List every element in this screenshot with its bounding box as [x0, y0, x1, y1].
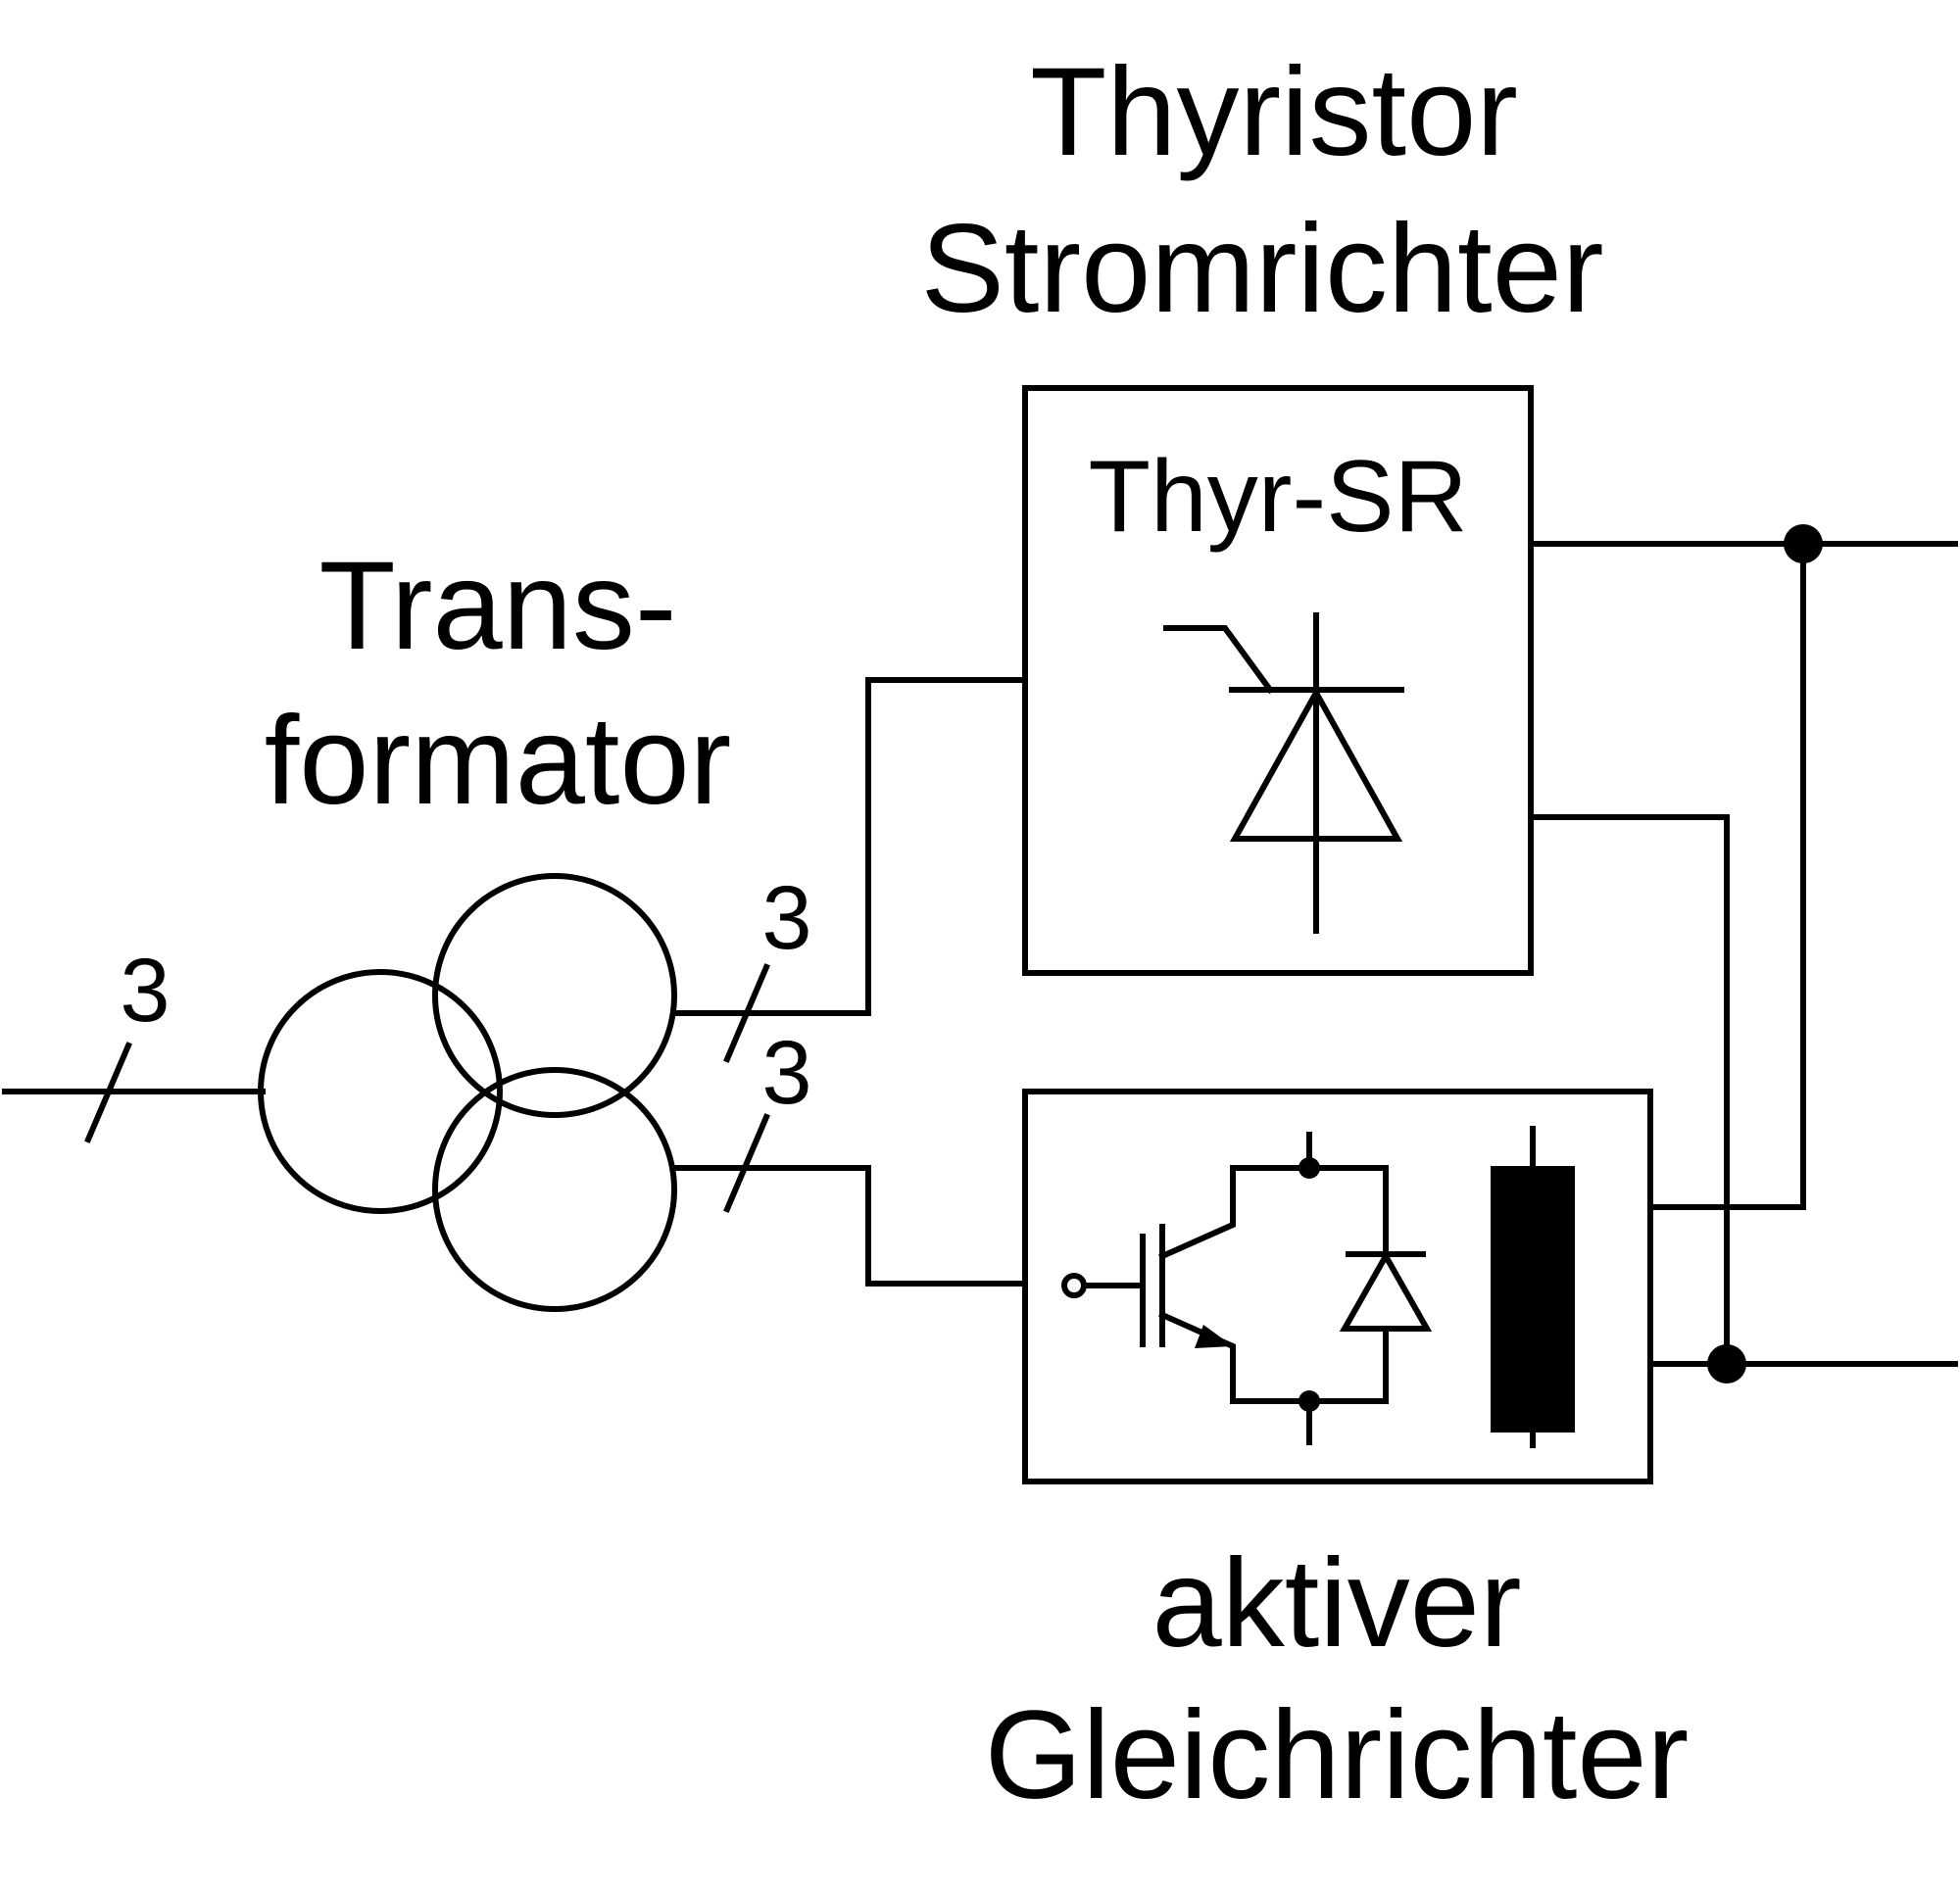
thyristor-icon	[1163, 612, 1404, 934]
dc-bus-wiring	[1532, 524, 1958, 1384]
thyristor-title-line1: Thyristor	[1030, 42, 1518, 182]
freewheeling-diode-icon	[1339, 1249, 1433, 1332]
transformer-symbol	[258, 873, 677, 1312]
input-line: 3	[2, 941, 266, 1143]
dc-capacitor-icon	[1491, 1126, 1575, 1448]
transformer-title-line2: formator	[265, 691, 732, 831]
active-rectifier-title-line2: Gleichrichter	[985, 1685, 1689, 1825]
transformer-secondary-winding-upper	[432, 873, 677, 1118]
phase-count-lower: 3	[761, 1023, 811, 1123]
transformer-secondary-winding-lower	[432, 1067, 677, 1312]
active-rectifier-block	[1022, 1089, 1653, 1484]
thyristor-title-line2: Stromrichter	[921, 199, 1604, 339]
transformer-primary-winding	[258, 969, 503, 1214]
transformer-title-line1: Trans-	[318, 536, 676, 676]
active-rectifier-title-line1: aktiver	[1152, 1533, 1522, 1674]
phase-count-input: 3	[120, 941, 170, 1041]
upper-ac-connection: 3	[671, 677, 1026, 1063]
lower-ac-connection: 3	[671, 1023, 1026, 1287]
igbt-icon	[1061, 1132, 1389, 1445]
thyristor-converter-block: Thyr-SR	[1022, 385, 1534, 976]
phase-count-upper: 3	[761, 868, 811, 968]
thyr-sr-label: Thyr-SR	[1088, 440, 1467, 554]
